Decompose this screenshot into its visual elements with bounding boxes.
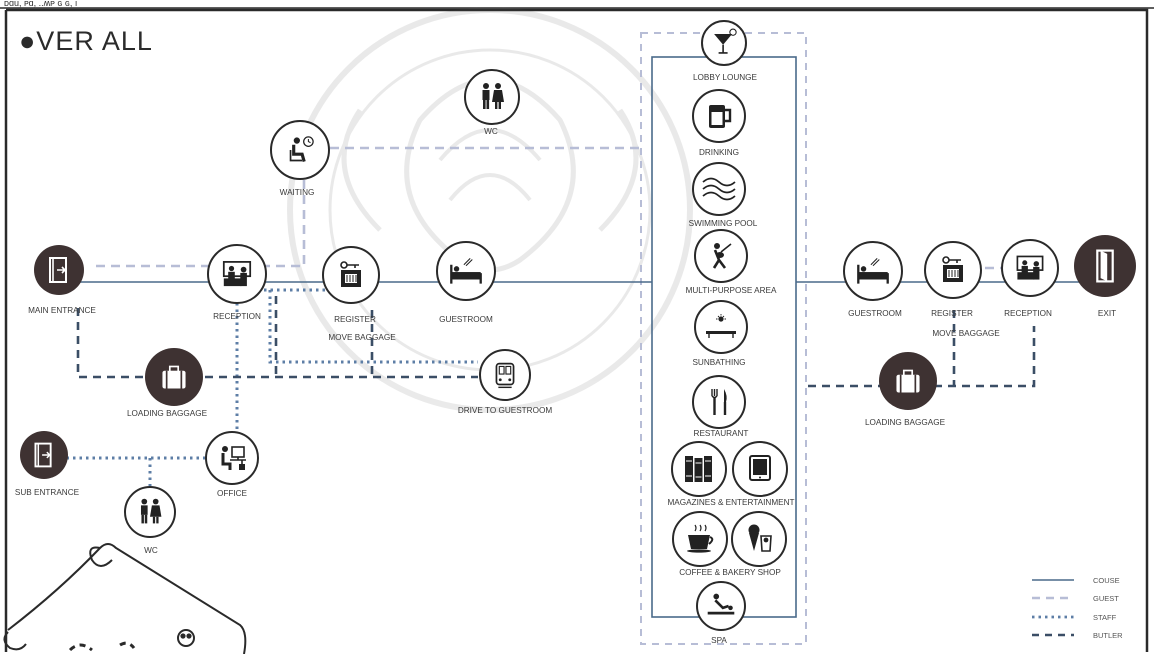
- label-reception-right: RECEPTION: [1004, 309, 1052, 318]
- label-waiting: WAITING: [280, 188, 315, 197]
- label-reception-left: RECEPTION: [213, 312, 261, 321]
- node-drinking: [693, 90, 745, 142]
- node-exit: [1074, 235, 1136, 297]
- label-lobby-lounge: LOBBY LOUNGE: [693, 73, 758, 82]
- node-loading-left: [145, 348, 203, 406]
- legend-butler: BUTLER: [1093, 631, 1123, 640]
- butler-line-left: [78, 308, 478, 377]
- label-sub-entrance: SUB ENTRANCE: [15, 488, 80, 497]
- label-drive: DRIVE TO GUESTROOM: [458, 406, 552, 415]
- label-sunbathing: SUNBATHING: [692, 358, 745, 367]
- label-loading-left: LOADING BAGGAGE: [127, 409, 208, 418]
- guest-line-waiting: [96, 173, 304, 266]
- node-wc-top: [465, 70, 519, 124]
- label-wc-top: WC: [484, 127, 498, 136]
- legend-staff: STAFF: [1093, 613, 1117, 622]
- node-wc-bottom: [125, 487, 175, 537]
- node-main-entrance: [34, 245, 84, 295]
- node-drive: [480, 350, 530, 400]
- node-guestroom-right: [844, 242, 902, 300]
- label-main-entrance: MAIN ENTRANCE: [28, 306, 96, 315]
- diagram-title: ●VER ALL: [19, 26, 153, 56]
- label-office: OFFICE: [217, 489, 248, 498]
- node-register-right: [925, 242, 981, 298]
- node-register-left: [323, 247, 379, 303]
- label-swimming-pool: SWIMMING POOL: [689, 219, 758, 228]
- label-register-left-2: MOVE BAGGAGE: [328, 333, 396, 342]
- node-reception-left: [208, 245, 266, 303]
- legend: COUSE GUEST STAFF BUTLER: [1032, 576, 1123, 640]
- node-reception-right: [1002, 240, 1058, 296]
- node-restaurant: [693, 376, 745, 428]
- label-register-right-2: MOVE BAGGAGE: [932, 329, 1000, 338]
- node-waiting: [271, 121, 329, 179]
- label-coffee: COFFEE & BAKERY SHOP: [679, 568, 781, 577]
- legend-course: COUSE: [1093, 576, 1120, 585]
- node-sub-entrance: [20, 431, 68, 479]
- label-loading-right: LOADING BAGGAGE: [865, 418, 946, 427]
- node-guestroom-left: [437, 242, 495, 300]
- label-wc-bottom: WC: [144, 546, 158, 555]
- node-swimming-pool: [693, 163, 745, 215]
- label-restaurant: RESTAURANT: [694, 429, 749, 438]
- label-guestroom-right: GUESTROOM: [848, 309, 902, 318]
- label-register-right-1: REGISTER: [931, 309, 973, 318]
- node-lobby-lounge: [702, 21, 746, 65]
- label-multi-purpose: MULTI-PURPOSE AREA: [686, 286, 777, 295]
- top-fragment: ᴅɑu, ᴘɑ, ..ʍᴘ ɢ ɢ, ı: [4, 0, 77, 8]
- node-sunbathing: [695, 301, 747, 353]
- label-drinking: DRINKING: [699, 148, 739, 157]
- label-exit: EXIT: [1098, 309, 1116, 318]
- label-guestroom-left: GUESTROOM: [439, 315, 493, 324]
- label-spa: SPA: [711, 636, 727, 645]
- books-icon: [685, 456, 712, 482]
- node-loading-right: [879, 352, 937, 410]
- node-spa: [697, 582, 745, 630]
- node-multi-purpose: [695, 230, 747, 282]
- staff-line-3: [270, 290, 478, 362]
- label-register-left-1: REGISTER: [334, 315, 376, 324]
- node-magazines: [672, 442, 787, 496]
- scroll-map-illustration: [4, 544, 245, 654]
- node-coffee: [673, 512, 786, 566]
- node-office: [206, 432, 258, 484]
- legend-guest: GUEST: [1093, 594, 1119, 603]
- label-magazines: MAGAZINES & ENTERTAINMENT: [667, 498, 794, 507]
